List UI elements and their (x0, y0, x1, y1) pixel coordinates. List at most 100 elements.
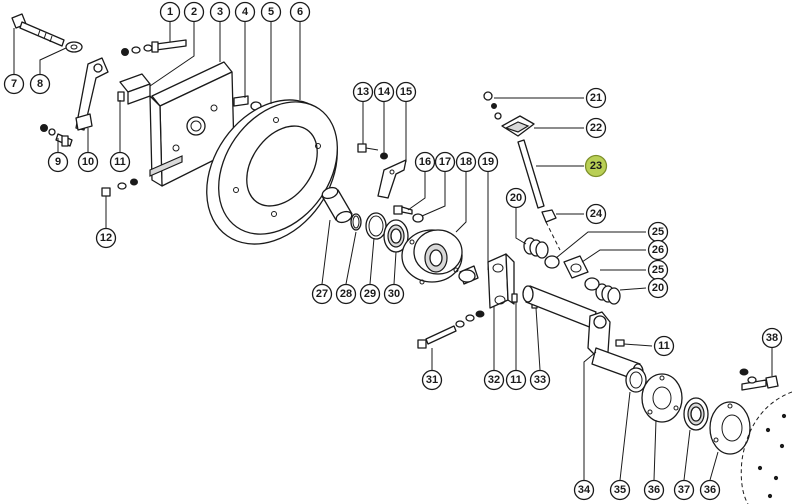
part-key-11-c[interactable] (615, 339, 625, 347)
callout-11-a[interactable]: 11 (109, 151, 131, 173)
part-bolt-4[interactable] (233, 95, 249, 107)
part-ring-25-a[interactable] (544, 255, 560, 269)
svg-text:28: 28 (340, 288, 352, 300)
callout-15[interactable]: 15 (395, 81, 417, 103)
callout-18[interactable]: 18 (455, 151, 477, 173)
part-flange-18[interactable] (401, 229, 463, 285)
callout-37[interactable]: 37 (673, 479, 695, 501)
callout-4[interactable]: 4 (234, 1, 256, 23)
callout-30[interactable]: 30 (383, 283, 405, 305)
part-bushing-27[interactable] (321, 186, 353, 225)
part-bolt-12[interactable] (101, 178, 138, 206)
callout-25-b[interactable]: 25 (647, 259, 669, 281)
part-rod-23[interactable] (517, 139, 545, 209)
callout-16[interactable]: 16 (414, 151, 436, 173)
svg-text:8: 8 (37, 78, 43, 90)
callout-24[interactable]: 24 (585, 203, 607, 225)
callout-25-a[interactable]: 25 (647, 221, 669, 243)
callout-28[interactable]: 28 (335, 283, 357, 305)
part-bolt-1[interactable] (121, 39, 187, 56)
part-bolt-7[interactable] (11, 13, 65, 47)
part-ring-28[interactable] (350, 213, 362, 231)
part-bolt-31[interactable] (417, 310, 485, 349)
part-bolt-9[interactable] (40, 124, 73, 147)
callout-17[interactable]: 17 (434, 151, 456, 173)
callout-35[interactable]: 35 (609, 479, 631, 501)
wheel-dots (757, 413, 787, 499)
part-flange-36-a[interactable] (641, 373, 683, 423)
part-bushing-19[interactable] (458, 265, 479, 285)
svg-text:20: 20 (510, 192, 522, 204)
part-bracket-32[interactable] (487, 253, 515, 309)
part-knob-22[interactable] (501, 115, 535, 137)
part-ring-25-b[interactable] (584, 277, 600, 291)
callout-2[interactable]: 2 (183, 1, 205, 23)
part-flange-36-b[interactable] (709, 401, 751, 455)
part-nut-17[interactable] (412, 213, 424, 223)
part-spring-20-b[interactable] (595, 283, 621, 305)
svg-text:37: 37 (678, 484, 690, 496)
callout-11-b[interactable]: 11 (505, 369, 527, 391)
part-collar-26[interactable] (563, 255, 589, 279)
callout-26[interactable]: 26 (647, 239, 669, 261)
callout-7[interactable]: 7 (3, 73, 25, 95)
svg-text:6: 6 (297, 6, 303, 18)
part-disc-6[interactable] (180, 75, 364, 269)
callout-36-b[interactable]: 36 (699, 479, 721, 501)
part-bolt-13[interactable] (357, 143, 379, 153)
callout-33[interactable]: 33 (529, 369, 551, 391)
svg-text:36: 36 (704, 484, 716, 496)
part-key-11-b[interactable] (511, 293, 518, 303)
callout-6[interactable]: 6 (289, 1, 311, 23)
callout-3[interactable]: 3 (209, 1, 231, 23)
callout-13[interactable]: 13 (352, 81, 374, 103)
part-nut-24[interactable] (541, 209, 557, 223)
callout-32[interactable]: 32 (483, 369, 505, 391)
part-bolt-16[interactable] (393, 205, 413, 215)
callout-19[interactable]: 19 (477, 151, 499, 173)
svg-text:7: 7 (11, 78, 17, 90)
part-bearing-30[interactable] (383, 219, 409, 253)
callout-11-c[interactable]: 11 (653, 335, 675, 357)
svg-text:32: 32 (488, 374, 500, 386)
part-ring-29[interactable] (365, 212, 387, 240)
svg-text:4: 4 (242, 6, 249, 18)
callout-21[interactable]: 21 (585, 87, 607, 109)
callout-27[interactable]: 27 (311, 283, 333, 305)
svg-text:10: 10 (82, 156, 94, 168)
part-lever-10[interactable] (75, 57, 109, 131)
part-crankshaft-34[interactable] (522, 285, 644, 381)
callout-20-a[interactable]: 20 (505, 187, 527, 209)
callout-38[interactable]: 38 (761, 327, 783, 349)
svg-text:23: 23 (590, 160, 602, 172)
callout-12[interactable]: 12 (95, 227, 117, 249)
svg-text:24: 24 (590, 208, 603, 220)
svg-text:27: 27 (316, 288, 328, 300)
part-washer-8[interactable] (65, 41, 83, 53)
callout-20-b[interactable]: 20 (647, 277, 669, 299)
svg-text:18: 18 (460, 156, 472, 168)
callout-9[interactable]: 9 (47, 151, 69, 173)
callout-22[interactable]: 22 (585, 117, 607, 139)
callout-23-highlighted[interactable]: 23 (584, 154, 608, 178)
callout-34[interactable]: 34 (573, 479, 595, 501)
part-spring-20-a[interactable] (523, 237, 549, 259)
part-bracket-2[interactable] (119, 73, 151, 105)
svg-text:21: 21 (590, 92, 602, 104)
part-bolt-21[interactable] (483, 91, 502, 120)
part-bearing-37[interactable] (683, 397, 709, 431)
callout-29[interactable]: 29 (359, 283, 381, 305)
callout-5[interactable]: 5 (260, 1, 282, 23)
callout-31[interactable]: 31 (421, 369, 443, 391)
callout-10[interactable]: 10 (77, 151, 99, 173)
callout-8[interactable]: 8 (29, 73, 51, 95)
svg-text:19: 19 (482, 156, 494, 168)
part-ring-35[interactable] (625, 367, 647, 393)
callout-36-a[interactable]: 36 (643, 479, 665, 501)
part-bracket-15[interactable] (377, 159, 407, 199)
callout-14[interactable]: 14 (373, 81, 395, 103)
part-key-11-a[interactable] (117, 91, 125, 102)
callout-1[interactable]: 1 (159, 1, 181, 23)
part-bolt-38[interactable] (739, 368, 779, 391)
